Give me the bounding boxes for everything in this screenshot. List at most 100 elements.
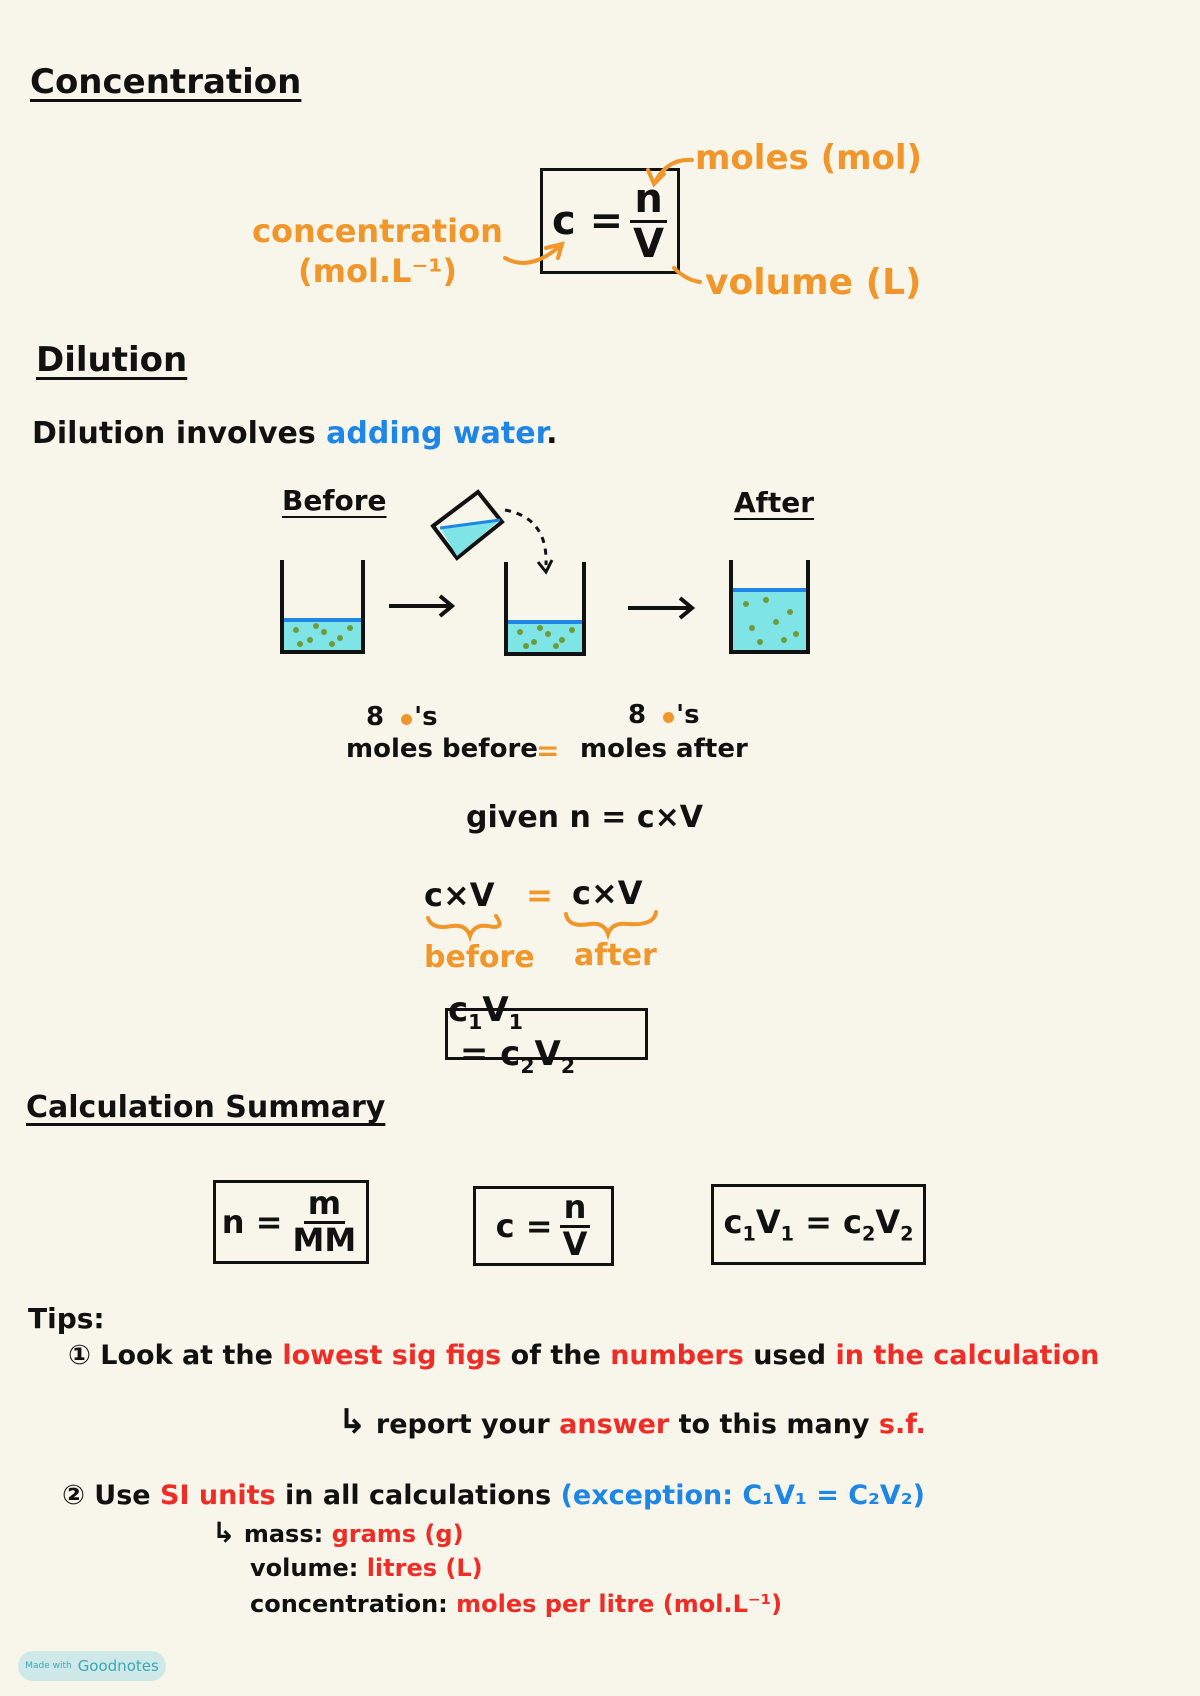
eq-right: c×V: [572, 874, 643, 912]
concentration-unit-label: (mol.L⁻¹): [298, 252, 457, 290]
moles-label: moles (mol): [695, 138, 923, 178]
badge-brand: Goodnotes: [77, 1657, 159, 1675]
dilution-formula-box: c1V1 = c2V2: [445, 990, 648, 1078]
tip-1-text-b: lowest sig figs: [282, 1340, 502, 1371]
tip-2-text-c: in all calculations: [284, 1480, 552, 1511]
tips-heading: Tips:: [28, 1302, 105, 1335]
orange-dot-icon: [401, 714, 413, 725]
summary-heading: Calculation Summary: [26, 1090, 386, 1125]
dilution-diagram: [280, 489, 810, 656]
tip-1-text-d: numbers: [610, 1340, 744, 1371]
underbraces: [426, 910, 658, 943]
v1: V: [482, 990, 509, 1031]
tip-2-mass: ↳ mass: grams (g): [212, 1516, 464, 1549]
v1: V: [755, 1203, 781, 1242]
c1-sub: 1: [468, 1010, 483, 1034]
count-right-suffix: 's: [676, 700, 700, 730]
after-label: After: [734, 486, 815, 519]
dilution-intro-period: .: [546, 416, 558, 451]
beaker-before: [280, 560, 365, 654]
conc-formula-box: c = n V: [473, 1186, 614, 1266]
c2: c: [843, 1203, 863, 1242]
moles-formula-lhs: n =: [221, 1203, 283, 1241]
concentration-label: concentration: [252, 212, 503, 250]
eq-left: c×V: [424, 876, 495, 914]
return-arrow-icon: ↳: [338, 1402, 367, 1442]
count-right-number: 8: [628, 700, 647, 730]
formula-denominator: V: [633, 220, 665, 267]
c1-sub: 1: [742, 1222, 756, 1246]
v1-sub: 1: [508, 1010, 523, 1034]
formula-fraction: n V: [629, 178, 668, 265]
c2: c: [500, 1034, 521, 1074]
volume-value: litres (L): [366, 1554, 483, 1582]
made-with-badge: Made with Goodnotes: [18, 1651, 166, 1681]
tip-1-text-a: Look at the: [100, 1340, 273, 1371]
tip-2-number: ②: [62, 1480, 85, 1511]
tip-2-text-d: (exception: C₁V₁ = C₂V₂): [560, 1480, 925, 1511]
v2: V: [534, 1034, 561, 1074]
given-formula: given n = c×V: [466, 800, 703, 835]
tip-2-volume: volume: litres (L): [250, 1554, 483, 1582]
orange-dot-icon: [663, 712, 675, 723]
eq-equals: =: [526, 876, 553, 914]
moles-formula-fraction: m MM: [289, 1186, 361, 1259]
dilution-summary-box: c1V1 = c2V2: [711, 1184, 926, 1265]
tip-2-text-a: Use: [94, 1480, 151, 1511]
dilution-formula: c1V1 = c2V2: [448, 990, 645, 1078]
moles-formula-denominator: MM: [292, 1220, 357, 1259]
concentration-value: moles per litre (mol.L⁻¹): [456, 1590, 783, 1618]
count-left-number: 8: [366, 702, 385, 732]
count-left: 8 's: [366, 702, 438, 732]
volume-label: volume (L): [705, 262, 922, 303]
tip-1-sub: ↳ report your answer to this many s.f.: [338, 1402, 926, 1442]
c1: c: [448, 990, 469, 1031]
tip-1: ① Look at the lowest sig figs of the num…: [68, 1340, 1099, 1371]
count-right: 8 's: [628, 700, 700, 730]
tip-1-sub-text-h: answer: [559, 1409, 670, 1440]
dilution-intro-highlight: adding water: [326, 416, 547, 451]
pouring-cup-icon: [430, 489, 554, 575]
conc-formula-fraction: n V: [559, 1190, 592, 1263]
tip-2-concentration: concentration: moles per litre (mol.L⁻¹): [250, 1590, 782, 1618]
arrow-right-1: [389, 594, 456, 618]
moles-after: moles after: [580, 734, 748, 764]
tip-1-text-e: used: [753, 1340, 827, 1371]
v2: V: [875, 1203, 901, 1242]
tip-2-text-b: SI units: [160, 1480, 276, 1511]
return-arrow-icon: ↳: [212, 1516, 236, 1549]
v2-sub: 2: [560, 1053, 576, 1078]
tip-1-text-c: of the: [510, 1340, 601, 1371]
mass-label: mass:: [243, 1520, 324, 1548]
c2-sub: 2: [862, 1222, 876, 1246]
v1-sub: 1: [780, 1222, 794, 1246]
mass-value: grams (g): [331, 1520, 464, 1548]
formula-lhs: c =: [551, 198, 624, 244]
dilution-intro: Dilution involves adding water.: [32, 416, 558, 451]
tip-1-number: ①: [68, 1340, 91, 1371]
eq: =: [448, 1034, 501, 1074]
moles-formula-numerator: m: [303, 1186, 346, 1224]
tip-2: ② Use SI units in all calculations (exce…: [62, 1480, 925, 1511]
beaker-after: [729, 560, 810, 654]
beaker-middle: [504, 562, 586, 656]
concentration-label-tip: concentration:: [250, 1590, 448, 1618]
tip-1-text-f: in the calculation: [835, 1340, 1100, 1371]
before-label: Before: [282, 484, 387, 517]
concentration-formula-box: c = n V: [540, 168, 680, 274]
formula-numerator: n: [630, 178, 667, 223]
badge-small-text: Made with: [25, 1661, 72, 1671]
conc-formula-denominator: V: [562, 1224, 588, 1263]
dilution-heading: Dilution: [36, 340, 188, 380]
dilution-summary-formula: c1V1 = c2V2: [724, 1203, 914, 1245]
tip-1-sub-text-i: to this many: [678, 1409, 870, 1440]
volume-label-tip: volume:: [250, 1554, 359, 1582]
eq: =: [793, 1203, 844, 1242]
tip-1-sub-text-g: report your: [375, 1409, 550, 1440]
conc-formula-numerator: n: [559, 1190, 591, 1228]
count-left-suffix: 's: [414, 702, 438, 732]
under-before: before: [424, 940, 535, 975]
conc-formula-lhs: c =: [495, 1207, 553, 1245]
moles-equals: =: [536, 734, 560, 767]
concentration-heading: Concentration: [30, 62, 302, 102]
